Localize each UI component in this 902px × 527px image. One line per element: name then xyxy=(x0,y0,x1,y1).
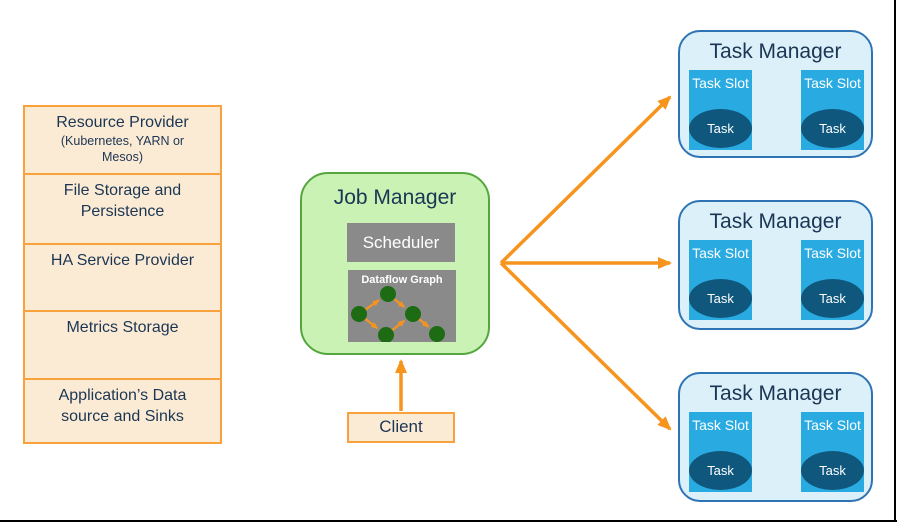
task-slot-label: Task Slot xyxy=(804,245,861,261)
file-storage-title-line2: Persistence xyxy=(80,203,165,220)
client-box: Client xyxy=(347,412,455,443)
job-manager-box: Job Manager Scheduler Dataflow Graph xyxy=(300,172,490,355)
frame-bottom-edge xyxy=(0,520,897,522)
application-data-title-line1: Application’s Data xyxy=(58,387,187,404)
task-ellipse: Task xyxy=(801,109,864,148)
task-manager-1: Task Manager Task Slot Task Task Slot Ta… xyxy=(678,30,873,158)
task-ellipse: Task xyxy=(801,451,864,490)
dataflow-node xyxy=(378,327,394,342)
task-slot: Task Slot Task xyxy=(689,240,752,320)
task-slot: Task Slot Task xyxy=(801,412,864,492)
application-data-title-line2: source and Sinks xyxy=(61,408,184,425)
task-slot: Task Slot Task xyxy=(801,240,864,320)
task-ellipse: Task xyxy=(689,279,752,318)
task-manager-3: Task Manager Task Slot Task Task Slot Ta… xyxy=(678,372,873,502)
ha-service-title: HA Service Provider xyxy=(50,252,195,269)
dataflow-graph-drawing xyxy=(351,286,445,342)
resource-provider-subtitle-line1: (Kubernetes, YARN or xyxy=(60,134,185,148)
task-slot-label: Task Slot xyxy=(692,245,749,261)
task-slot-label: Task Slot xyxy=(692,75,749,91)
dataflow-graph-box: Dataflow Graph xyxy=(348,270,456,342)
task-ellipse: Task xyxy=(689,109,752,148)
ha-service-box: HA Service Provider xyxy=(23,243,222,312)
resource-provider-title: Resource Provider xyxy=(56,114,189,131)
dataflow-node xyxy=(429,326,445,342)
task-manager-2: Task Manager Task Slot Task Task Slot Ta… xyxy=(678,200,873,330)
file-storage-title-line1: File Storage and xyxy=(63,182,182,199)
task-slot: Task Slot Task xyxy=(801,70,864,150)
resource-provider-box: Resource Provider (Kubernetes, YARN or M… xyxy=(23,105,222,175)
arrow-jm-to-tm3 xyxy=(499,261,672,431)
task-slot-label: Task Slot xyxy=(692,417,749,433)
metrics-storage-title: Metrics Storage xyxy=(66,319,179,336)
dataflow-graph-label: Dataflow Graph xyxy=(361,274,443,286)
dataflow-node xyxy=(380,286,396,302)
task-slot-label: Task Slot xyxy=(804,417,861,433)
task-ellipse: Task xyxy=(689,451,752,490)
dataflow-node xyxy=(351,306,367,322)
task-slot: Task Slot Task xyxy=(689,412,752,492)
file-storage-box: File Storage and Persistence xyxy=(23,173,222,245)
metrics-storage-box: Metrics Storage xyxy=(23,310,222,380)
task-manager-1-title: Task Manager xyxy=(709,40,842,63)
task-slot-label: Task Slot xyxy=(804,75,861,91)
task-manager-2-title: Task Manager xyxy=(709,210,842,233)
scheduler-box: Scheduler xyxy=(347,223,455,262)
arrow-jm-to-tm1 xyxy=(499,95,672,265)
task-ellipse: Task xyxy=(801,279,864,318)
dataflow-node xyxy=(405,306,421,322)
application-data-box: Application’s Data source and Sinks xyxy=(23,378,222,444)
job-manager-title: Job Manager xyxy=(333,186,457,209)
resource-provider-subtitle-line2: Mesos) xyxy=(102,150,143,164)
task-slot: Task Slot Task xyxy=(689,70,752,150)
task-manager-3-title: Task Manager xyxy=(709,382,842,405)
frame-right-edge xyxy=(894,0,896,522)
